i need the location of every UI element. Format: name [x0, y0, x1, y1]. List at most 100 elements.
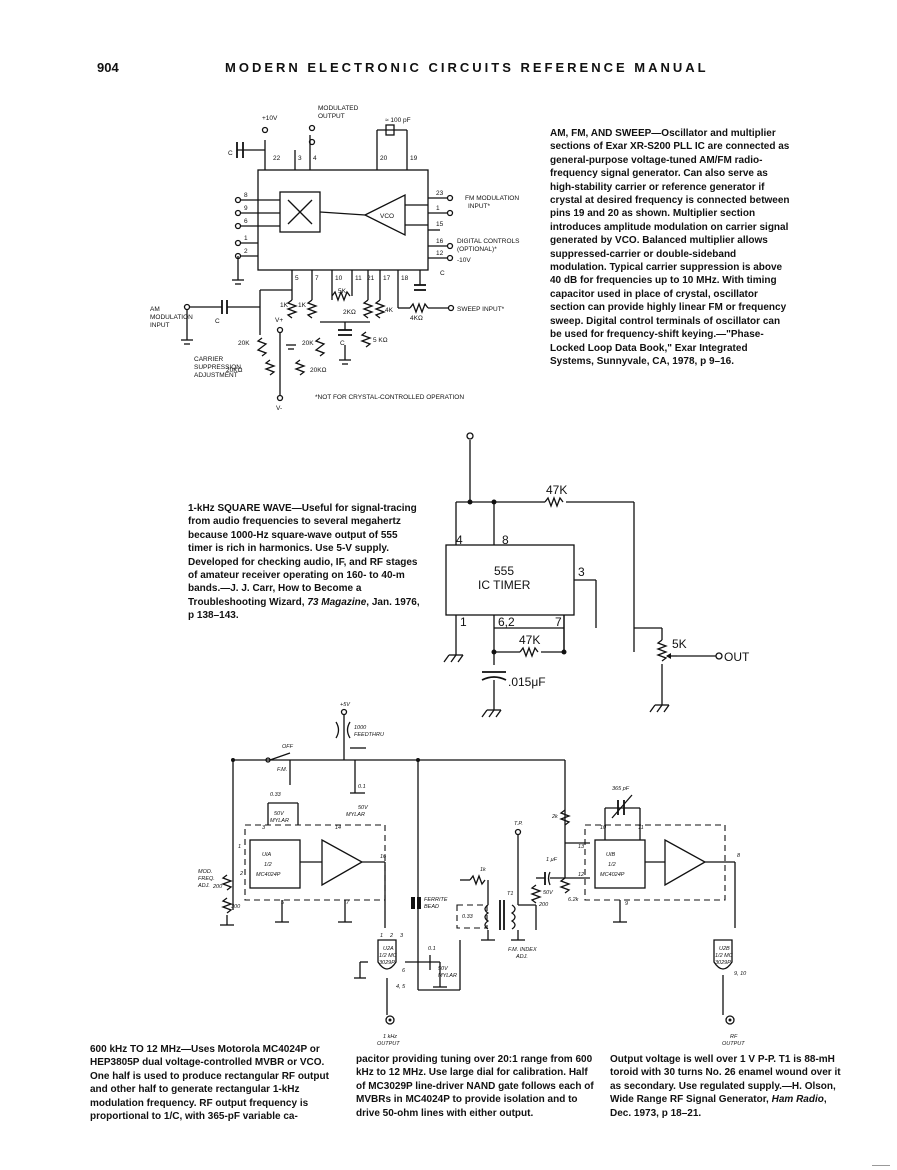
footnote: *NOT FOR CRYSTAL-CONTROLLED OPERATION [315, 394, 464, 401]
u1a-label: UIA [262, 852, 272, 858]
resistor-47k-top [544, 496, 564, 508]
c01b-label: 0.1 [428, 946, 436, 952]
pin3-label: 3 [578, 565, 585, 579]
pin-label: 2 [244, 248, 248, 255]
test-point[interactable] [514, 828, 522, 836]
u2a-gate [377, 939, 397, 970]
ferrite-label: BEAD [424, 904, 439, 910]
pin-label: 21 [367, 275, 375, 282]
off-label: OFF [282, 744, 294, 750]
pin-label: 10 [600, 825, 607, 831]
ic-xr-s200 [257, 169, 429, 271]
caption-lead: 600 kHz TO 12 MHz [90, 1044, 181, 1055]
pin-label: 9 [244, 205, 248, 212]
r-4k-label: 4K [385, 307, 394, 314]
r-2k-label: 2KΩ [343, 309, 356, 316]
r2k-label: 2k [551, 814, 558, 820]
running-title: MODERN ELECTRONIC CIRCUITS REFERENCE MAN… [225, 60, 709, 75]
caption-lead: 1-kHz SQUARE WAVE [188, 503, 292, 514]
diagram-555-square-wave: 47K 4 8 555 IC TIMER 3 1 6,2 7 47K .015μ… [443, 432, 750, 718]
pot-200-fm-index[interactable] [530, 884, 542, 904]
page-number: 904 [97, 60, 119, 75]
ferrite-bead [411, 897, 415, 909]
fm-switch[interactable] [269, 752, 291, 761]
out-rf-label: RF [730, 1034, 738, 1040]
pin-label: 14 [335, 825, 341, 831]
c01a-label: 0.1 [358, 784, 366, 790]
pin-label: 2 [389, 933, 393, 939]
pin-label: 18 [401, 275, 409, 282]
c1uf-v-label: 50V [543, 890, 554, 896]
pin-label: 9 [625, 901, 628, 907]
pin-label: 10 [335, 275, 343, 282]
vco-block [363, 193, 406, 237]
resistor-1k [306, 299, 318, 319]
supply-terminal [466, 432, 474, 440]
resistor-20k [314, 337, 326, 357]
caption-body: —Uses Motorola MC4024P or HEP3805P dual … [90, 1044, 329, 1123]
caption-rf-col1: 600 kHz TO 12 MHz—Uses Motorola MC4024P … [90, 1043, 340, 1123]
output-rf-jack[interactable] [725, 1015, 735, 1025]
u1b-buffer [664, 838, 707, 887]
diagram-rf-generator: +5V 1000 FEEDTHRU OFF F.M. 0.1 50V MYLAR… [197, 702, 747, 1047]
output-1khz-jack[interactable] [385, 1015, 395, 1025]
pin-label: 5 [281, 900, 285, 906]
potentiometer-5k [656, 639, 668, 662]
caption-rf-col2: pacitor providing tuning over 20:1 range… [356, 1054, 594, 1119]
cb-label-2: C [440, 270, 445, 277]
pin62-label: 6,2 [498, 615, 515, 629]
r-4k-ohm-label: 4KΩ [410, 315, 423, 322]
caption-am-fm-sweep: AM, FM, AND SWEEP—Oscillator and multipl… [550, 127, 790, 368]
pot-200[interactable] [221, 874, 233, 891]
pin-label: 16 [380, 854, 387, 860]
pin-label: 1 [244, 235, 248, 242]
pin-label: 2 [239, 871, 243, 877]
r62k-label: 6.2k [568, 897, 579, 903]
pin-label: 9, 10 [734, 971, 747, 977]
r-20k-label: 20K [302, 340, 314, 347]
pin-label: 5 [295, 275, 299, 282]
r-20k-ohm-label: 20KΩ [226, 367, 243, 374]
cc-label-2: C [340, 340, 345, 347]
pin-label: 7 [315, 275, 319, 282]
pin-label: 16 [436, 238, 444, 245]
caption-body: —Useful for signal-tracing from audio fr… [188, 503, 418, 608]
pin-label: 3 [298, 155, 302, 162]
feedthru-cap [335, 721, 351, 739]
resistor-4k-sweep [409, 302, 429, 314]
pin-label: 19 [410, 155, 418, 162]
caption-square-wave: 1-kHz SQUARE WAVE—Useful for signal-trac… [188, 502, 424, 623]
output-label: OUTPUT [318, 113, 345, 120]
u2a-label: 3029P [379, 960, 395, 966]
feedthru-label: 1000 [354, 725, 367, 731]
plus5v-label: +5V [340, 702, 351, 708]
caption-source: Ham Radio [771, 1094, 824, 1106]
optional-label: (OPTIONAL)* [457, 246, 497, 253]
pin-label: 3 [262, 825, 266, 831]
u2b-gate [713, 939, 733, 970]
r-20k-label: 20K [238, 340, 250, 347]
pin-label: 4 [313, 155, 317, 162]
r-1k-label: 1K [280, 302, 289, 309]
pin-label: 7 [346, 900, 350, 906]
u1a-dashed-outline [244, 824, 386, 901]
u1a-label: 1/2 [264, 862, 272, 868]
u1b-label: MC4024P [600, 872, 625, 878]
out-1khz-label: OUTPUT [377, 1041, 400, 1047]
u1a-label: MC4024P [256, 872, 281, 878]
pin-label: 12 [578, 872, 584, 878]
cap-100pf-label: ≈ 100 pF [385, 117, 411, 124]
c1uf-label: 1 μF [546, 857, 558, 863]
pin-label: 1 [380, 933, 383, 939]
c033-label: 0.33 [270, 792, 282, 798]
pin-label: 11 [355, 275, 362, 282]
resistor-20k [256, 337, 268, 357]
c01b-v-label: 50V [438, 966, 449, 972]
u2b-label: 1/2 MC [715, 953, 733, 959]
mod-freq-label: FREQ. [198, 876, 215, 882]
resistor-4k [374, 299, 386, 319]
diagram-am-fm-sweep: VCO 22 3 4 20 19 ≈ 100 pF MODULATED OUTP… [150, 105, 520, 412]
cap-label: .015μF [508, 675, 546, 689]
c01b-m-label: MYLAR [438, 973, 457, 979]
u1b-label: UIB [606, 852, 616, 858]
